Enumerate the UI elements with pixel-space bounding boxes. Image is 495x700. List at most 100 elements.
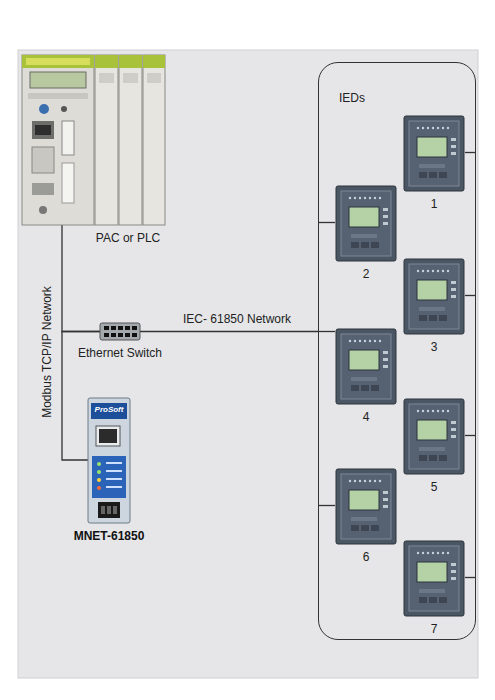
shape-part: [451, 577, 456, 580]
ied-device: 3: [404, 259, 464, 334]
node-label: 5: [431, 480, 438, 494]
shape-part: [351, 385, 359, 391]
shape-part: [104, 326, 109, 330]
shape-part: [125, 326, 130, 330]
shape-part: [417, 270, 449, 272]
shape-part: [359, 197, 361, 199]
shape-part: [383, 358, 388, 361]
shape-part: [107, 506, 111, 514]
shape-part: [417, 127, 419, 129]
shape-part: [361, 525, 369, 531]
shape-part: [442, 270, 444, 272]
shape-part: [417, 280, 447, 300]
shape-part: [113, 506, 117, 514]
shape-part: [354, 340, 356, 342]
shape-part: [404, 259, 464, 334]
shape-part: [349, 340, 351, 342]
shape-part: [374, 340, 376, 342]
shape-part: [409, 546, 459, 611]
shape-part: [341, 191, 391, 256]
shape-part: [92, 456, 126, 498]
shape-part: [379, 197, 381, 199]
shape-part: [336, 329, 396, 404]
shape-part: [439, 597, 447, 603]
shape-part: [349, 340, 381, 342]
shape-part: [439, 315, 447, 321]
shape-part: [28, 93, 88, 99]
shape-part: [39, 206, 47, 214]
node-label: 7: [431, 622, 438, 636]
node-label: 4: [363, 410, 370, 424]
shape-part: [371, 242, 379, 248]
ied-stub: [319, 505, 335, 506]
shape-part: [22, 55, 94, 225]
ied-device: 7: [404, 541, 464, 616]
shape-part: [383, 505, 388, 508]
shape-part: [383, 491, 388, 494]
shape-part: [104, 333, 109, 337]
shape-part: [419, 455, 427, 461]
shape-part: [39, 104, 49, 114]
shape-part: [422, 410, 424, 412]
shape-part: [95, 55, 118, 225]
shape-part: [143, 55, 165, 225]
shape-part: [349, 480, 351, 482]
shape-part: [429, 172, 437, 178]
ied-stubs: [319, 153, 476, 578]
shape-part: [451, 152, 456, 155]
shape-part: [98, 502, 120, 518]
shape-part: [451, 563, 456, 566]
shape-part: [97, 486, 101, 490]
shape-part: [106, 478, 122, 480]
shape-part: [427, 552, 429, 554]
shape-part: [419, 164, 445, 168]
shape-part: [451, 295, 456, 298]
shape-part: [111, 333, 116, 337]
shape-part: [419, 307, 445, 311]
shape-part: [419, 172, 427, 178]
shape-part: [437, 127, 439, 129]
shape-part: [369, 340, 371, 342]
shape-part: [442, 127, 444, 129]
shape-part: [61, 106, 67, 112]
shape-part: [118, 333, 123, 337]
shape-part: [88, 398, 130, 523]
shape-part: [383, 351, 388, 354]
shape-part: [97, 470, 101, 474]
shape-part: [437, 552, 439, 554]
network-cable: [140, 331, 318, 332]
ied-stub: [465, 295, 476, 296]
shape-part: [100, 323, 140, 340]
shape-part: [379, 340, 381, 342]
shape-part: [451, 570, 456, 573]
shape-part: [451, 281, 456, 284]
shape-part: [111, 326, 116, 330]
shape-part: [439, 172, 447, 178]
shape-part: [96, 426, 120, 446]
shape-part: [364, 480, 366, 482]
ethernet-switch: Ethernet Switch: [100, 323, 140, 340]
switch-illustration: [100, 323, 140, 340]
shape-part: [359, 480, 361, 482]
ied-illustration: [404, 541, 464, 616]
node-label: 3: [431, 340, 438, 354]
shape-part: [349, 197, 381, 199]
shape-part: [417, 137, 447, 157]
shape-part: [383, 498, 388, 501]
shape-part: [417, 127, 449, 129]
shape-part: [123, 73, 138, 83]
shape-part: [349, 490, 379, 510]
shape-part: [341, 334, 391, 399]
shape-part: [409, 121, 459, 186]
shape-part: [118, 326, 123, 330]
shape-part: [379, 480, 381, 482]
shape-part: [383, 208, 388, 211]
network-cable: [62, 225, 100, 332]
shape-part: [336, 469, 396, 544]
shape-part: [354, 480, 356, 482]
shape-part: [422, 127, 424, 129]
shape-part: [361, 242, 369, 248]
shape-part: [451, 138, 456, 141]
shape-part: [97, 478, 101, 482]
